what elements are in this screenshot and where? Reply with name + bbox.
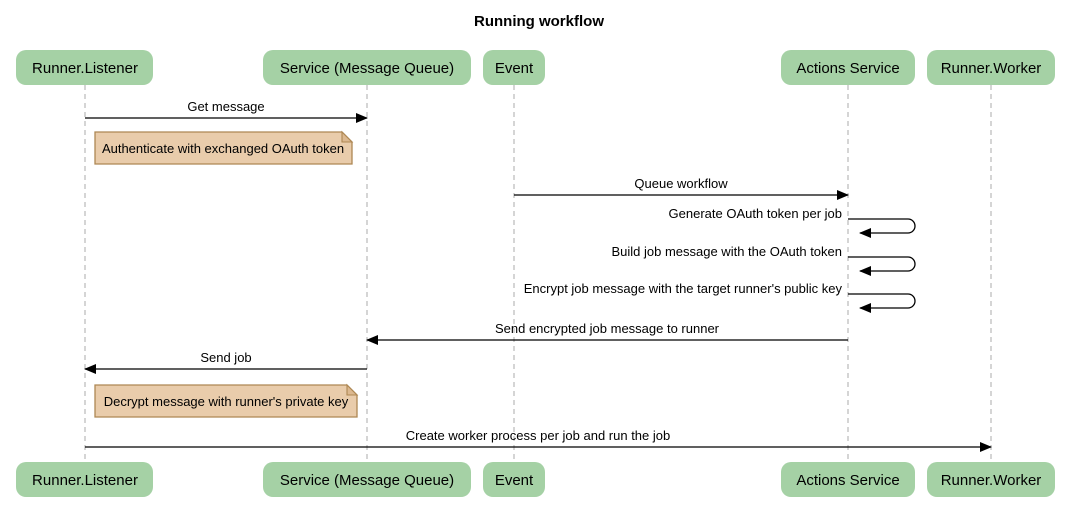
actor-event-bottom-label: Event: [495, 472, 534, 489]
actor-runner-listener-top-label: Runner.Listener: [32, 60, 138, 77]
message-send-job-label: Send job: [200, 350, 251, 365]
note-authenticate-fold: [341, 130, 354, 143]
message-queue-workflow-label: Queue workflow: [634, 176, 728, 191]
diagram-title: Running workflow: [474, 13, 604, 30]
message-get-message-label: Get message: [187, 99, 264, 114]
actor-service-message-queue-bottom-label: Service (Message Queue): [280, 472, 454, 489]
self-message-generate-token-label: Generate OAuth token per job: [669, 206, 842, 221]
note-authenticate-label: Authenticate with exchanged OAuth token: [102, 141, 344, 156]
actor-runner-listener-bottom-box: [16, 462, 153, 497]
actor-runner-worker-bottom-box: [927, 462, 1055, 497]
self-message-generate-token-loop: [848, 218, 916, 238]
note-authenticate-body: [94, 131, 353, 165]
actor-service-message-queue-bottom-box: [263, 462, 471, 497]
actor-runner-listener-top-box: [16, 50, 153, 85]
actor-runner-listener-bottom-label: Runner.Listener: [32, 472, 138, 489]
note-decrypt-fold: [346, 383, 359, 396]
self-message-build-job-message-loop: [848, 256, 916, 276]
actor-actions-service-top-box: [781, 50, 915, 85]
actor-service-message-queue-top-label: Service (Message Queue): [280, 60, 454, 77]
actor-service-message-queue-top-box: [263, 50, 471, 85]
actor-actions-service-bottom-box: [781, 462, 915, 497]
actor-actions-service-top-label: Actions Service: [796, 60, 899, 77]
note-decrypt-label: Decrypt message with runner's private ke…: [104, 394, 349, 409]
note-decrypt-body: [94, 384, 358, 418]
actor-actions-service-bottom-label: Actions Service: [796, 472, 899, 489]
message-send-encrypted-label: Send encrypted job message to runner: [495, 321, 720, 336]
message-create-worker-label: Create worker process per job and run th…: [406, 428, 670, 443]
actor-runner-worker-top-box: [927, 50, 1055, 85]
actor-runner-worker-bottom-label: Runner.Worker: [941, 472, 1042, 489]
self-message-build-job-message-label: Build job message with the OAuth token: [611, 244, 842, 259]
actor-event-bottom-box: [483, 462, 545, 497]
self-message-encrypt-job-message-label: Encrypt job message with the target runn…: [524, 281, 843, 296]
actor-event-top-label: Event: [495, 60, 534, 77]
self-message-encrypt-job-message-loop: [848, 293, 916, 313]
actor-event-top-box: [483, 50, 545, 85]
actor-runner-worker-top-label: Runner.Worker: [941, 60, 1042, 77]
